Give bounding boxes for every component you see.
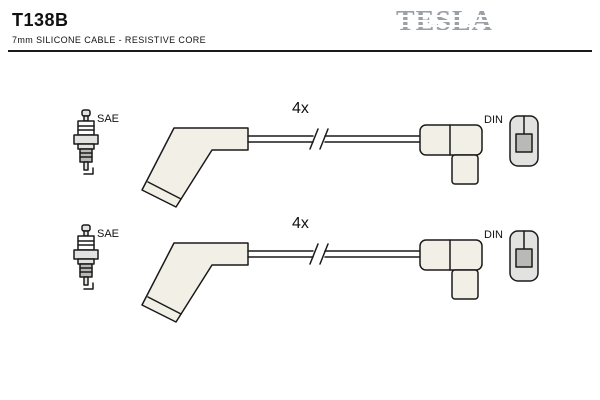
diagram-row: SAE 4x DIN <box>0 207 600 332</box>
diagram-row: SAE 4x DIN <box>0 92 600 217</box>
logo-stripe <box>396 20 506 22</box>
ignition-lead-diagram: SAE 4x DIN <box>73 215 539 323</box>
cable-break-icon <box>309 128 329 150</box>
logo-stripe <box>396 15 506 17</box>
spark-plug-icon <box>73 109 99 175</box>
header-divider <box>8 50 592 52</box>
quantity-label: 4x <box>292 100 309 117</box>
plug-standard-label: SAE <box>97 113 119 125</box>
cable-line <box>247 250 421 258</box>
distributor-boot-icon <box>419 124 483 185</box>
spark-plug-boot-icon <box>141 242 249 323</box>
part-number: T138B <box>12 10 69 30</box>
brand-logo: TESLA <box>396 6 506 38</box>
spark-plug-boot-icon <box>141 127 249 208</box>
connector-standard-label: DIN <box>484 114 503 126</box>
terminal-icon <box>509 230 539 282</box>
cable-line <box>247 135 421 143</box>
plug-standard-label: SAE <box>97 228 119 240</box>
connector-standard-label: DIN <box>484 229 503 241</box>
subtitle: 7mm SILICONE CABLE - RESISTIVE CORE <box>12 35 207 45</box>
distributor-boot-icon <box>419 239 483 300</box>
ignition-lead-diagram: SAE 4x DIN <box>73 100 539 208</box>
quantity-label: 4x <box>292 215 309 232</box>
spark-plug-icon <box>73 224 99 290</box>
cable-break-icon <box>309 243 329 265</box>
logo-stripe <box>396 25 506 27</box>
terminal-icon <box>509 115 539 167</box>
brand-logo-text: TESLA <box>396 6 506 38</box>
logo-stripe <box>396 30 506 32</box>
